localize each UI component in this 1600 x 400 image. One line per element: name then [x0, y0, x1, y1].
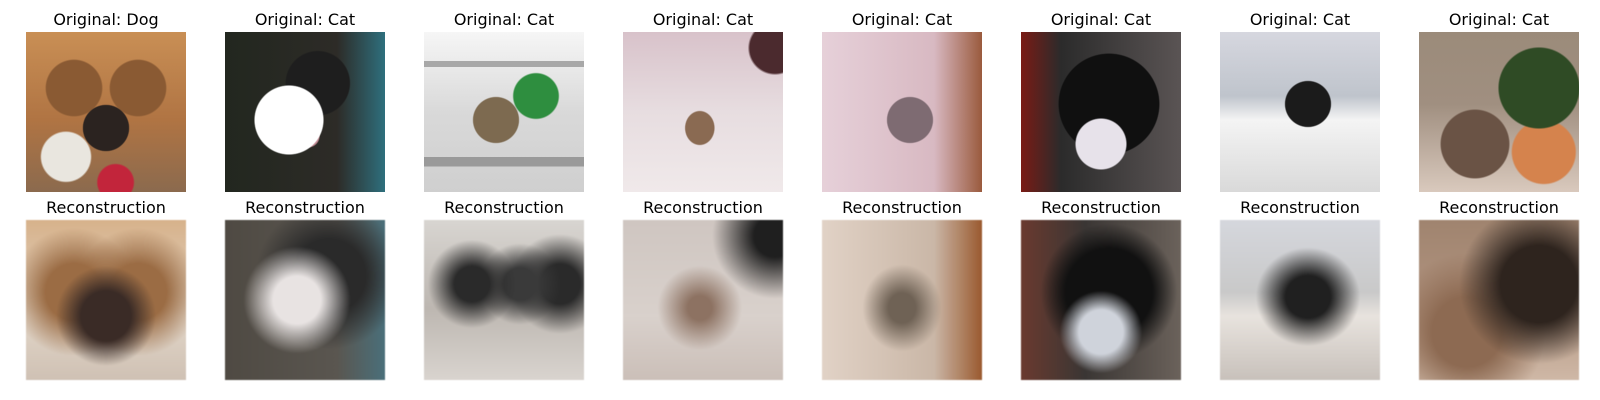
original-cell-4: Original: Cat [623, 8, 783, 192]
reconstruction-image-7 [1220, 220, 1380, 380]
reconstruction-image-1 [26, 220, 186, 380]
original-cell-3: Original: Cat [424, 8, 584, 192]
reconstruction-cell-4: Reconstruction [623, 196, 783, 380]
original-caption-7: Original: Cat [1249, 10, 1351, 29]
original-image-5 [822, 32, 982, 192]
image-grid: Original: Dog Original: Cat Original: Ca… [26, 8, 1579, 380]
reconstruction-image-8 [1419, 220, 1579, 380]
reconstruction-cell-5: Reconstruction [822, 196, 982, 380]
original-image-8 [1419, 32, 1579, 192]
original-image-3 [424, 32, 584, 192]
original-caption-8: Original: Cat [1448, 10, 1550, 29]
reconstruction-caption-4: Reconstruction [643, 198, 763, 217]
original-cell-5: Original: Cat [822, 8, 982, 192]
reconstruction-cell-6: Reconstruction [1021, 196, 1181, 380]
reconstruction-image-3 [424, 220, 584, 380]
original-caption-2: Original: Cat [254, 10, 356, 29]
reconstruction-caption-5: Reconstruction [842, 198, 962, 217]
reconstruction-caption-2: Reconstruction [245, 198, 365, 217]
original-caption-6: Original: Cat [1050, 10, 1152, 29]
reconstruction-caption-8: Reconstruction [1439, 198, 1559, 217]
reconstruction-image-6 [1021, 220, 1181, 380]
original-cell-6: Original: Cat [1021, 8, 1181, 192]
original-image-7 [1220, 32, 1380, 192]
reconstruction-caption-6: Reconstruction [1041, 198, 1161, 217]
reconstruction-caption-3: Reconstruction [444, 198, 564, 217]
reconstruction-caption-7: Reconstruction [1240, 198, 1360, 217]
reconstruction-image-4 [623, 220, 783, 380]
original-cell-1: Original: Dog [26, 8, 186, 192]
original-caption-4: Original: Cat [652, 10, 754, 29]
original-caption-3: Original: Cat [453, 10, 555, 29]
original-caption-1: Original: Dog [53, 10, 159, 29]
original-image-4 [623, 32, 783, 192]
original-image-1 [26, 32, 186, 192]
original-cell-7: Original: Cat [1220, 8, 1380, 192]
reconstruction-cell-1: Reconstruction [26, 196, 186, 380]
reconstruction-cell-2: Reconstruction [225, 196, 385, 380]
reconstruction-caption-1: Reconstruction [46, 198, 166, 217]
reconstruction-image-2 [225, 220, 385, 380]
reconstruction-cell-7: Reconstruction [1220, 196, 1380, 380]
original-cell-2: Original: Cat [225, 8, 385, 192]
original-image-6 [1021, 32, 1181, 192]
original-caption-5: Original: Cat [851, 10, 953, 29]
reconstruction-cell-3: Reconstruction [424, 196, 584, 380]
original-image-2 [225, 32, 385, 192]
original-cell-8: Original: Cat [1419, 8, 1579, 192]
reconstruction-cell-8: Reconstruction [1419, 196, 1579, 380]
reconstruction-image-5 [822, 220, 982, 380]
